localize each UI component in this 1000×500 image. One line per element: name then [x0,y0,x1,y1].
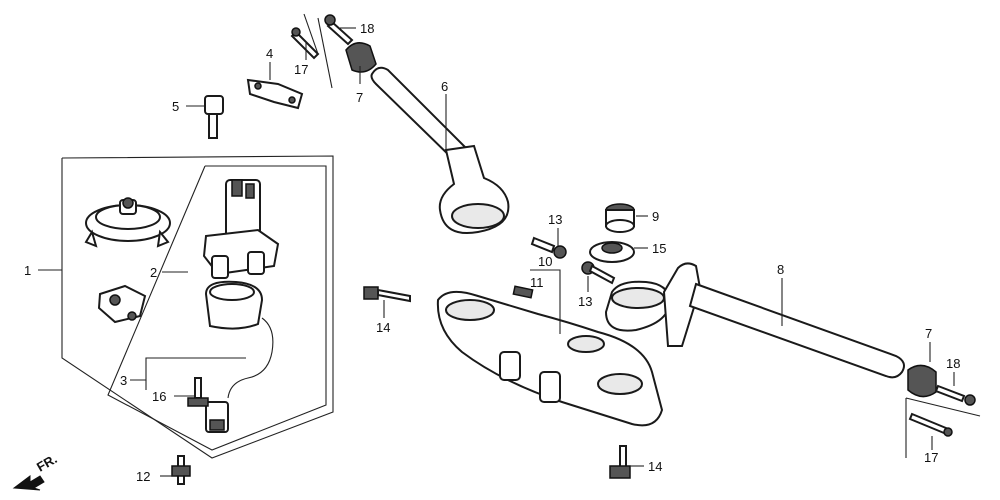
label-16: 16 [152,389,166,404]
bolt-12 [171,455,191,485]
label-17-top: 17 [294,62,308,77]
bolt-18-right [934,384,976,406]
label-9: 9 [652,209,659,224]
bar-end-weight-right [907,364,937,398]
leader-lines [38,27,955,477]
bolt-18-top [324,14,354,46]
screw-16 [187,377,209,407]
label-13-lower: 13 [578,294,592,309]
front-direction-arrow: FR. [12,451,60,491]
label-17-right: 17 [924,450,938,465]
label-6: 6 [441,79,448,94]
label-18-top: 18 [360,21,374,36]
kit-outline [61,155,334,459]
bolt-14-mid [363,286,411,303]
label-15: 15 [652,241,666,256]
label-10: 10 [538,254,552,269]
bracket-line-top2 [303,13,319,55]
collar-9 [605,203,635,233]
label-8: 8 [777,262,784,277]
key-11 [512,285,534,299]
ignition-switch [202,179,280,279]
label-18-right: 18 [946,356,960,371]
kit-outline-inner [107,165,327,451]
top-bridge [436,290,664,427]
label-5: 5 [172,99,179,114]
bolt-13-upper [530,236,567,259]
front-direction-label: FR. [34,451,60,474]
label-7-top: 7 [356,90,363,105]
left-handlebar [370,66,510,234]
key [204,95,224,139]
label-1: 1 [24,263,31,278]
bolt-13-lower [581,261,616,285]
bolt-17-top [290,27,320,60]
label-14-mid: 14 [376,320,390,335]
label-3: 3 [120,373,127,388]
label-4: 4 [266,46,273,61]
label-14-bottom: 14 [648,459,662,474]
washer-15 [589,241,635,263]
bracket [246,78,304,110]
bar-end-weight-top [345,42,377,73]
bracket-line-right2 [905,397,981,417]
label-13-upper: 13 [548,212,562,227]
bracket-line-top [317,17,333,89]
lock-cylinder [204,280,274,433]
label-7-right: 7 [925,326,932,341]
label-12: 12 [136,469,150,484]
label-11: 11 [530,275,544,290]
bolt-17-right [908,412,953,437]
seat-lock [97,284,147,324]
label-2: 2 [150,265,157,280]
bolt-14-bottom [609,445,631,479]
right-handlebar [604,262,905,379]
fuel-cap [84,197,171,248]
